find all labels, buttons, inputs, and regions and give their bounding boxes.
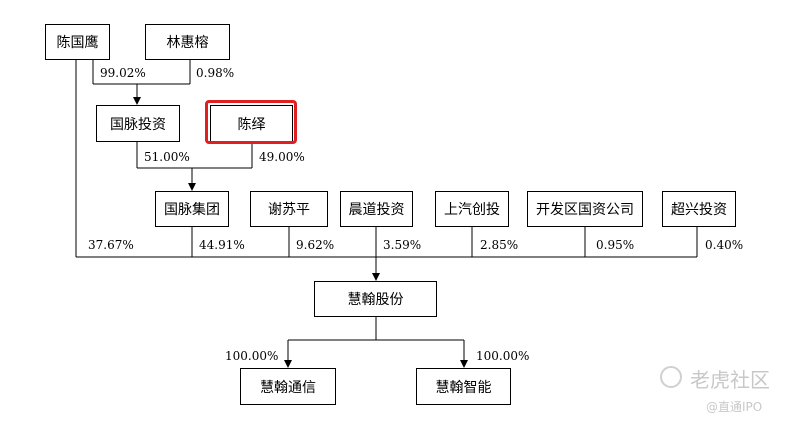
entity-chaoxing-touzi: 超兴投资 (662, 191, 736, 227)
entity-shangqi-chuangtou: 上汽创投 (435, 191, 509, 227)
pct-chen-to-guomai-touzi: 99.02% (100, 66, 146, 80)
watermark-logo-icon (660, 366, 682, 388)
entity-huihan-gufen: 慧翰股份 (314, 281, 437, 317)
entity-chen-guoying: 陈国鹰 (45, 24, 110, 60)
watermark-brand: 老虎社区 (690, 368, 770, 392)
entity-kaifaqu-guozi: 开发区国资公司 (527, 191, 643, 227)
entity-lin-huirong: 林惠榕 (145, 24, 230, 60)
pct-chendao-to-huihan: 3.59% (383, 238, 422, 252)
pct-shangqi-to-huihan: 2.85% (480, 238, 519, 252)
pct-huihan-to-tongxin: 100.00% (225, 349, 279, 363)
watermark-handle: @直通IPO (706, 400, 763, 414)
pct-xie-to-huihan: 9.62% (296, 238, 335, 252)
entity-chendao-touzi: 晨道投资 (340, 191, 413, 227)
entity-chen-yi: 陈绎 (210, 105, 293, 142)
entity-huihan-zhineng: 慧翰智能 (416, 368, 511, 405)
chen-yi-highlight (205, 100, 297, 144)
pct-kaifaqu-to-huihan: 0.95% (596, 238, 635, 252)
entity-guomai-touzi: 国脉投资 (96, 105, 180, 142)
pct-guomai-touzi-to-jituan: 51.00% (144, 150, 190, 164)
entity-xie-suping: 谢苏平 (250, 191, 328, 227)
pct-lin-to-guomai-touzi: 0.98% (196, 66, 235, 80)
pct-huihan-to-zhineng: 100.00% (476, 349, 530, 363)
pct-jituan-to-huihan: 44.91% (199, 238, 245, 252)
entity-guomai-jituan: 国脉集团 (155, 191, 229, 227)
pct-chen-yi-to-jituan: 49.00% (259, 150, 305, 164)
entity-huihan-tongxin: 慧翰通信 (240, 368, 336, 405)
pct-chaoxing-to-huihan: 0.40% (705, 238, 744, 252)
pct-chen-to-huihan: 37.67% (88, 238, 134, 252)
